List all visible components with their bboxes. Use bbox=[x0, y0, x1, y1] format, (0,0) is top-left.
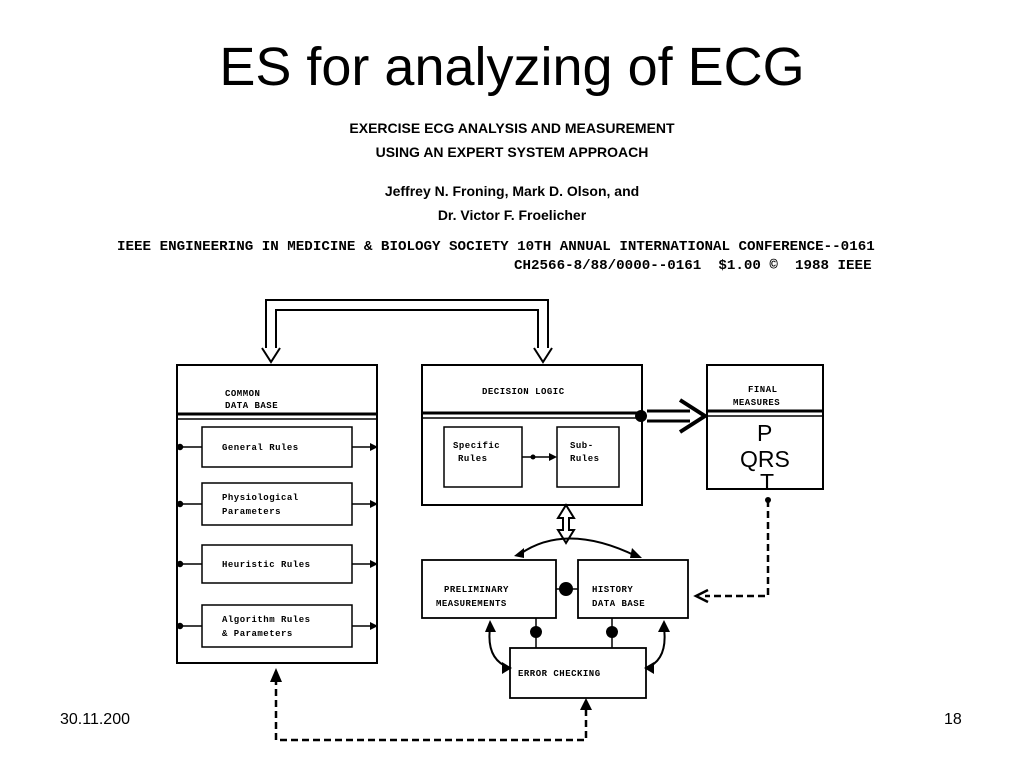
sub-rules-label-line2: Rules bbox=[570, 454, 600, 464]
wave-qrs-label: QRS bbox=[740, 446, 790, 472]
history-label-line1: HISTORY bbox=[592, 585, 633, 595]
paper-title-line1: EXERCISE ECG ANALYSIS AND MEASUREMENT bbox=[349, 120, 675, 136]
paper-authors-line1: Jeffrey N. Froning, Mark D. Olson, and bbox=[384, 183, 640, 199]
output-arrow bbox=[635, 398, 709, 434]
error-checking-box: ERROR CHECKING bbox=[509, 647, 647, 699]
physio-label-line1: Physiological bbox=[222, 493, 299, 503]
history-label-line2: DATA BASE bbox=[592, 599, 645, 609]
common-db-label-line2: DATA BASE bbox=[225, 401, 278, 411]
final-measures-label-line1: FINAL bbox=[748, 385, 778, 395]
decision-bidirectional-arrow bbox=[519, 503, 637, 557]
history-data-base-box: HISTORY DATA BASE bbox=[577, 559, 689, 619]
algo-label-line1: Algorithm Rules bbox=[222, 615, 311, 625]
slide-date: 30.11.200 bbox=[60, 711, 130, 728]
prelim-label-line2: MEASUREMENTS bbox=[436, 599, 507, 609]
decision-logic-box: DECISION LOGIC Specific Rules Sub- Rules bbox=[421, 364, 643, 506]
top-connector bbox=[261, 299, 553, 364]
physio-label-line2: Parameters bbox=[222, 507, 281, 517]
prelim-label-line1: PRELIMINARY bbox=[444, 585, 509, 595]
specific-rules-label-line2: Rules bbox=[458, 454, 488, 464]
dashed-feedback-right bbox=[705, 500, 770, 598]
slide-page-number: 18 bbox=[944, 711, 962, 728]
common-data-base-box: COMMON DATA BASE General Rules Physiolog… bbox=[176, 364, 378, 664]
preliminary-measurements-box: PRELIMINARY MEASUREMENTS bbox=[421, 559, 557, 619]
common-db-label-line1: COMMON bbox=[225, 389, 260, 399]
paper-title-line2: USING AN EXPERT SYSTEM APPROACH bbox=[375, 144, 649, 160]
final-measures-label-line2: MEASURES bbox=[733, 398, 780, 408]
specific-rules-label-line1: Specific bbox=[453, 441, 500, 451]
wave-p-label: P bbox=[757, 420, 772, 446]
paper-citation-line1: IEEE ENGINEERING IN MEDICINE & BIOLOGY S… bbox=[117, 239, 875, 255]
sub-rules-label-line1: Sub- bbox=[570, 441, 594, 451]
decision-logic-label: DECISION LOGIC bbox=[482, 387, 565, 397]
general-rules-label: General Rules bbox=[222, 443, 299, 453]
heuristic-rules-label: Heuristic Rules bbox=[222, 560, 311, 570]
slide-title: ES for analyzing of ECG bbox=[219, 37, 805, 97]
final-measures-box: FINAL MEASURES P QRS T bbox=[706, 364, 824, 495]
paper-authors-line2: Dr. Victor F. Froelicher bbox=[437, 207, 587, 223]
algo-label-line2: & Parameters bbox=[222, 629, 293, 639]
wave-t-label: T bbox=[760, 469, 774, 495]
dashed-feedback-bottom bbox=[274, 678, 588, 742]
paper-citation-line2: CH2566-8/88/0000--0161 $1.00 © 1988 IEEE bbox=[514, 258, 872, 274]
error-checking-label: ERROR CHECKING bbox=[518, 669, 601, 679]
